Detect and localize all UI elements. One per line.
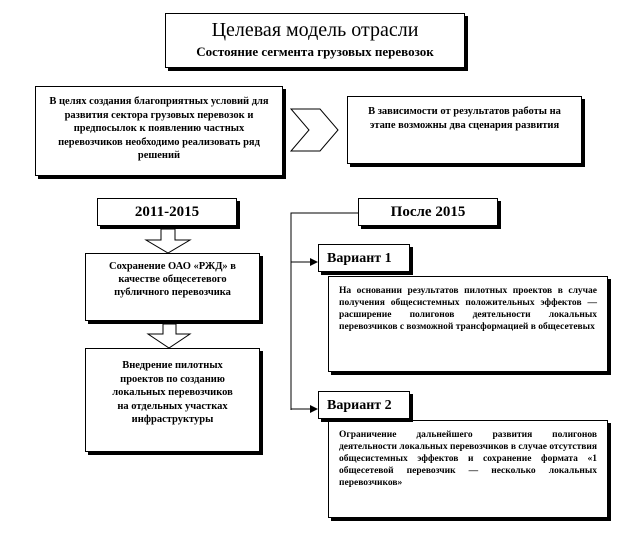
title-box: Целевая модель отрасли Состояние сегмент… (165, 13, 465, 68)
scenario-box: В зависимости от результатов работы на э… (347, 96, 582, 164)
down-arrow-icon (146, 323, 192, 349)
variant-1-title: Вариант 1 (318, 244, 410, 272)
down-arrow-icon (144, 228, 192, 254)
page-subtitle: Состояние сегмента грузовых перевозок (196, 44, 434, 59)
period-after-2015: После 2015 (358, 198, 498, 226)
step-pilot-projects: Внедрение пилотных проектов по созданию … (85, 348, 260, 452)
intro-box: В целях создания благоприятных условий д… (35, 86, 283, 176)
period-2011-2015: 2011-2015 (97, 198, 237, 226)
page-title: Целевая модель отрасли (211, 19, 419, 41)
variant-2-text: Ограничение дальнейшего развития полигон… (328, 420, 608, 518)
step-rzd-carrier: Сохранение ОАО «РЖД» в качестве общесете… (85, 253, 260, 321)
variant-1-text: На основании результатов пилотных проект… (328, 276, 608, 372)
variant-2-title: Вариант 2 (318, 391, 410, 419)
chevron-arrow-icon (289, 108, 339, 152)
arrow-head-icon (310, 258, 318, 266)
variant-connector (290, 212, 358, 410)
arrow-head-icon (310, 405, 318, 413)
